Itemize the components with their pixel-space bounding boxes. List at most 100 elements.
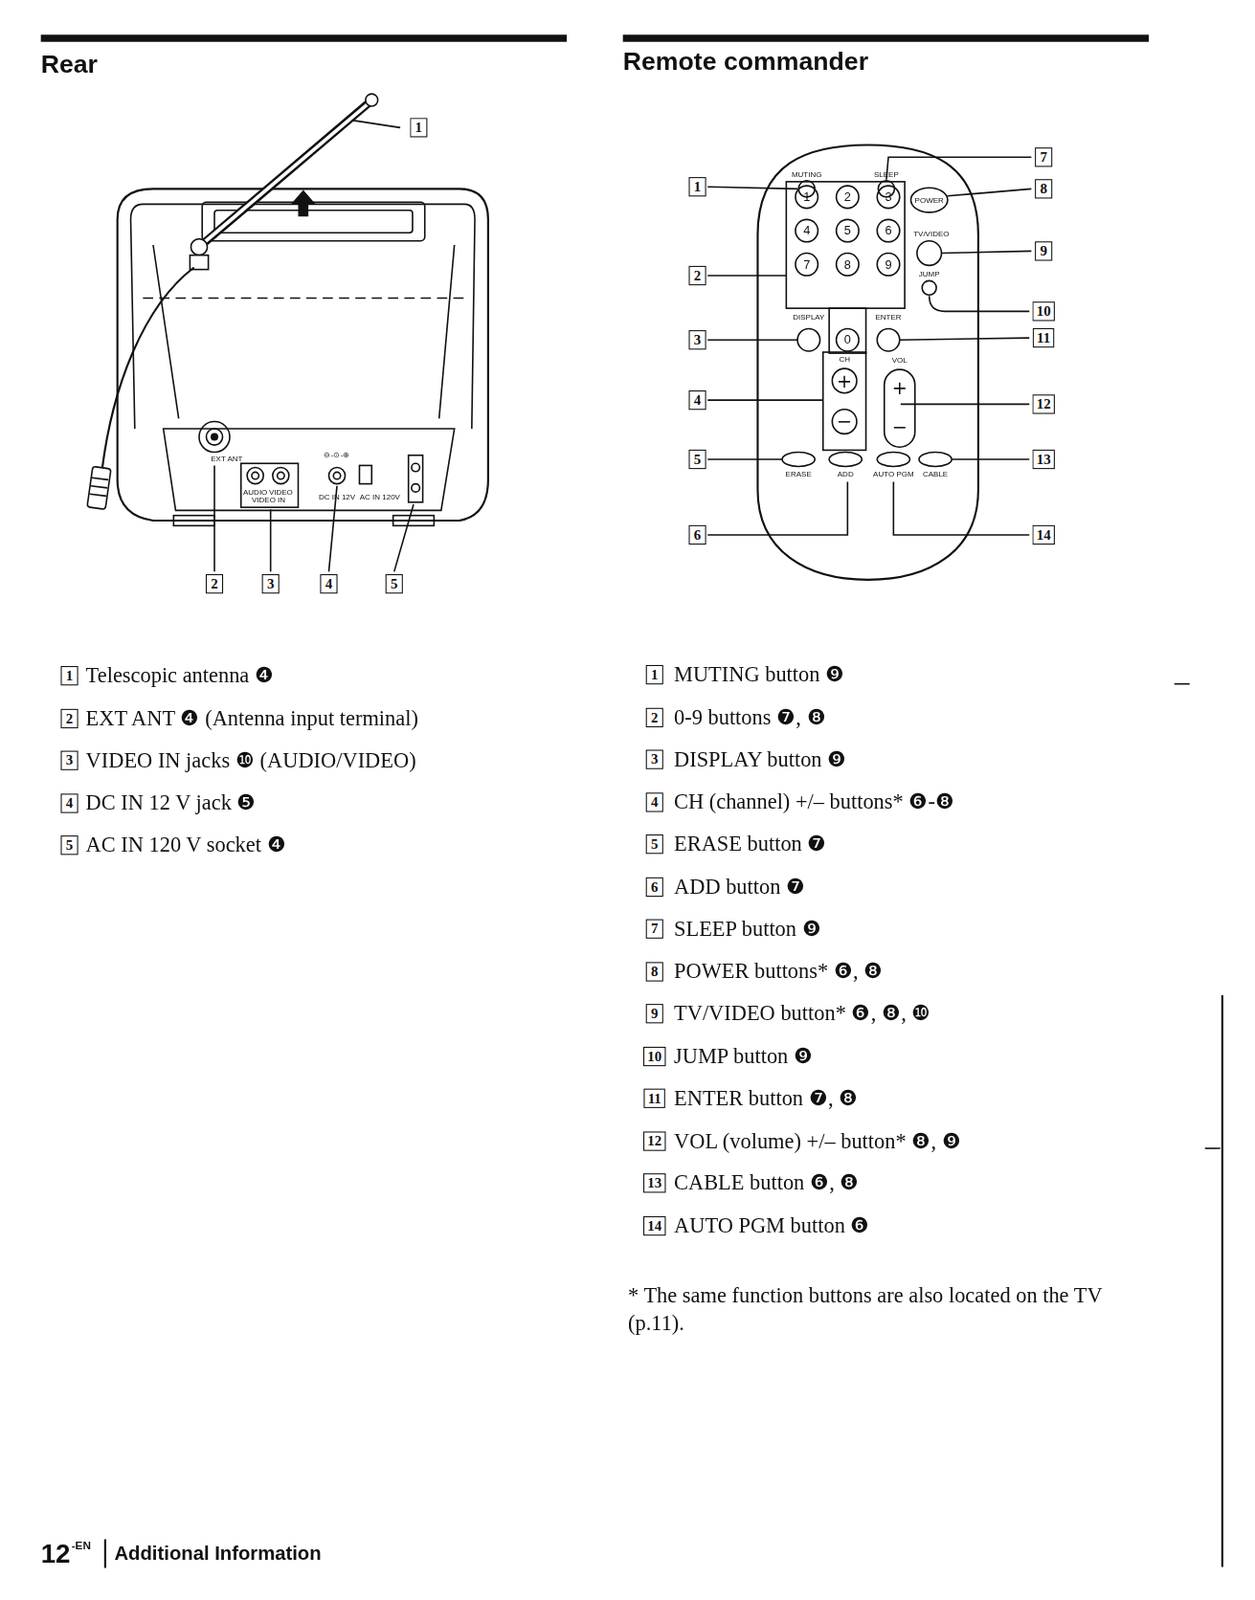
drawing-circle [272,468,290,485]
part-label: EXT ANT [210,453,243,464]
callout-number: 13 [1031,449,1054,470]
drawing-rect [884,369,916,448]
callout-number: 10 [1031,301,1054,321]
callout-number: 3 [60,751,78,771]
drawing-line [1205,1147,1221,1150]
part-description: VIDEO IN jacks ❿ (AUDIO/VIDEO) [86,747,417,774]
drawing-circle [795,219,818,242]
part-description: EXT ANT ❹ (Antenna input terminal) [86,705,419,732]
drawing-path [163,428,455,511]
drawing-path [757,144,978,580]
part-description: AC IN 120 V socket ❹ [86,832,287,859]
drawing-line [1221,995,1224,1568]
section-name: Additional Information [113,1543,321,1566]
drawing-circle [876,253,899,276]
callout-number: 10 [643,1046,666,1066]
drawing-circle [836,253,859,276]
button-sign: + [836,370,852,392]
drawing-line [707,399,824,402]
drawing-g [795,185,900,276]
drawing-line [394,504,414,572]
drawing-circle [876,185,899,208]
drawing-circle [876,219,899,242]
drawing-polyline [893,481,1030,535]
drawing-circle [836,328,859,351]
part-label: ⊖-⊙-⊕ [323,450,351,461]
drawing-circle [411,463,421,472]
part-description: CH (channel) +/– buttons* ❻-❽ [673,789,955,816]
callout-number: 11 [643,1089,666,1109]
drawing-circle [836,185,859,208]
drawing-line [707,186,798,189]
drawing-rect [785,181,905,309]
callout-number: 5 [646,834,664,854]
drawing-circle [797,328,820,351]
drawing-rect [408,455,424,503]
drawing-ellipse [829,452,862,468]
part-description: ENTER button ❼, ❽ [673,1085,858,1112]
drawing-circle [365,93,379,107]
drawing-line [1174,683,1190,686]
drawing-path [117,188,489,521]
part-description: JUMP button ❾ [673,1043,813,1070]
drawing-line [153,245,180,419]
callout-number: 12 [643,1131,666,1151]
callout-number: 7 [646,919,664,940]
drawing-circle [199,422,230,453]
drawing-circle [246,468,264,485]
callout-number: 4 [319,574,337,594]
part-label: TV/VIDEO [913,228,949,239]
drawing-line [353,120,401,128]
drawing-circle [211,433,218,440]
drawing-circle [921,280,937,295]
part-label: ENTER [874,313,901,323]
drawing-line [951,458,1030,461]
drawing-circle [411,484,421,494]
drawing-rect [41,34,567,42]
drawing-rect [623,34,1149,42]
callout-number: 13 [643,1173,666,1193]
drawing-line [142,297,465,300]
callout-number: 9 [1034,241,1053,261]
button-digit: 2 [844,189,852,204]
part-label: AUDIO [243,487,268,497]
part-label: ADD [837,469,854,479]
callout-number: 2 [688,266,706,286]
callout-number: 5 [60,835,78,855]
drawing-line [90,486,108,489]
drawing-line [199,102,370,247]
drawing-circle [917,241,942,267]
callout-number: 8 [1034,179,1053,199]
section-heading: Remote commander [623,45,869,76]
drawing-line [707,458,783,461]
drawing-line [439,245,455,419]
callout-number: 1 [60,666,78,686]
drawing-line [104,1540,107,1569]
part-label: ERASE [785,469,812,479]
part-label: JUMP [918,268,941,279]
drawing-rect [201,201,426,242]
callout-number: 9 [646,1004,664,1024]
callout-number: 14 [1031,525,1054,545]
callout-number: 1 [409,117,427,137]
part-description: ADD button ❼ [673,874,806,900]
part-label: CH [838,355,851,365]
button-digit: 0 [844,333,852,348]
drawing-line [899,337,1030,340]
drawing-line [707,338,798,341]
callout-number: 4 [60,793,78,813]
button-digit: 5 [844,224,852,239]
drawing-circle [333,471,340,479]
button-digit: 3 [884,189,892,204]
drawing-ellipse [782,452,815,468]
section-heading: Rear [41,48,98,79]
part-description: POWER buttons* ❻, ❽ [673,959,884,986]
drawing-rect [173,515,215,527]
drawing-circle [876,328,899,351]
drawing-rect [87,466,112,510]
part-description: TV/VIDEO button* ❻, ❽, ❿ [673,1001,932,1028]
part-description: SLEEP button ❾ [673,916,822,942]
callout-number: 7 [1034,147,1053,167]
part-label: VIDEO [268,487,293,497]
button-sign: − [836,410,852,432]
